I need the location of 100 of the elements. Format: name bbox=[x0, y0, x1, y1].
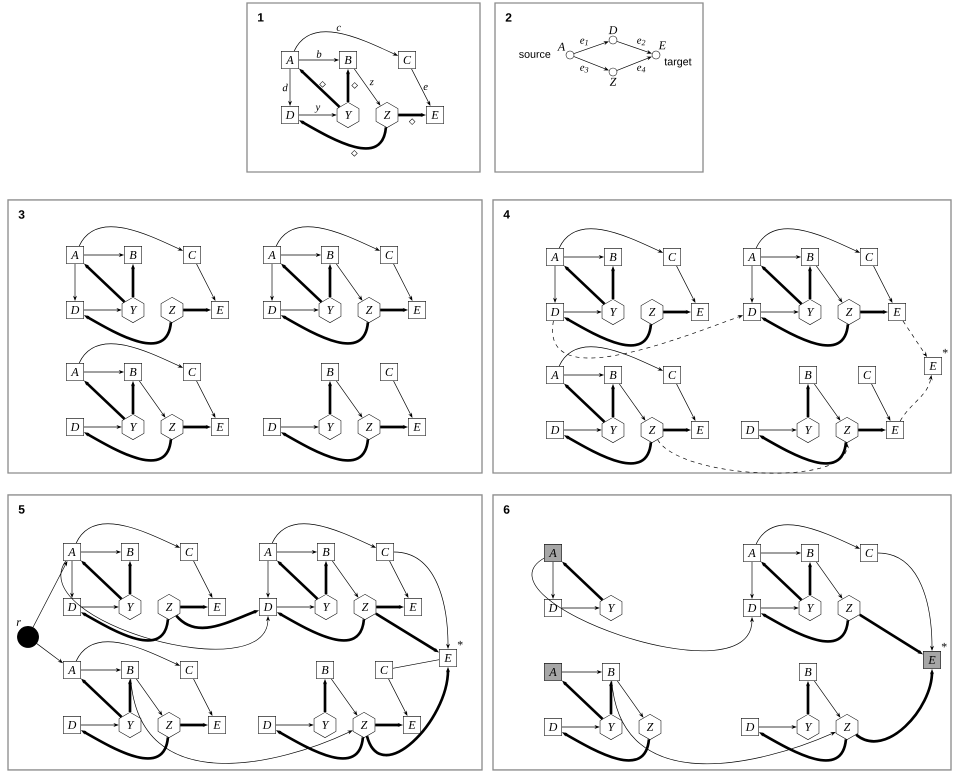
edge-label: b bbox=[316, 50, 322, 58]
hexagon-node: Y bbox=[602, 299, 624, 325]
node-label: E bbox=[658, 41, 666, 50]
variable-box: B bbox=[121, 661, 139, 679]
hexagon-node: Y bbox=[118, 594, 142, 620]
variable-box: E bbox=[888, 303, 906, 321]
hexagon-node: Z bbox=[160, 414, 184, 440]
hexagon-node: Z bbox=[160, 297, 184, 323]
hexagon-node: Z bbox=[358, 297, 380, 323]
variable-box: B bbox=[321, 363, 339, 381]
edge-label: e$_{3}$ bbox=[580, 66, 588, 72]
hexagon-node: Y bbox=[796, 714, 820, 740]
hexagon-node: Z bbox=[354, 594, 376, 620]
hexagon-node: Z bbox=[838, 299, 860, 325]
variable-box: E bbox=[403, 716, 421, 734]
node-label: r bbox=[16, 620, 21, 626]
variable-box: B bbox=[339, 51, 357, 69]
variable-box: D bbox=[63, 598, 81, 616]
circle-node: Z bbox=[608, 68, 618, 86]
edge-label: e$_{4}$ bbox=[637, 66, 646, 72]
node-label: source bbox=[519, 52, 550, 58]
variable-box: E * bbox=[439, 640, 463, 667]
variable-box: A bbox=[546, 366, 564, 384]
variable-box: C bbox=[180, 661, 198, 679]
hexagon-node: Z bbox=[838, 595, 860, 621]
variable-box: D bbox=[546, 421, 564, 439]
variable-box: C bbox=[663, 366, 681, 384]
variable-box: E bbox=[208, 598, 226, 616]
variable-box: C bbox=[183, 246, 201, 264]
edge-label: e$_{2}$ bbox=[637, 38, 646, 46]
hexagon-node: Y bbox=[318, 414, 342, 440]
variable-box: E bbox=[408, 418, 426, 436]
variable-box: E bbox=[211, 418, 229, 436]
hexagon-node: Z bbox=[640, 417, 664, 443]
hexagon-node: Y bbox=[122, 414, 144, 440]
variable-box: E bbox=[208, 716, 226, 734]
variable-box: A bbox=[743, 248, 761, 266]
variable-box: B bbox=[604, 366, 622, 384]
variable-box: B bbox=[121, 543, 139, 561]
variable-box: C bbox=[183, 363, 201, 381]
hexagon-node: Y bbox=[600, 714, 622, 740]
variable-box: C bbox=[860, 544, 878, 562]
hexagon-node: Y bbox=[122, 297, 144, 323]
panel-number: 3 bbox=[18, 210, 24, 219]
hexagon-node: Z bbox=[352, 712, 376, 738]
variable-box: D bbox=[66, 418, 84, 436]
variable-box: A bbox=[546, 248, 564, 266]
variable-box: B bbox=[799, 663, 817, 681]
variable-box: A bbox=[66, 363, 84, 381]
hexagon-node: Z bbox=[158, 594, 180, 620]
hexagon-node: Y bbox=[798, 595, 822, 621]
variable-box: A bbox=[281, 51, 299, 69]
hexagon-node: Y bbox=[318, 297, 342, 323]
edge-label: d bbox=[282, 84, 288, 92]
variable-box: C bbox=[375, 661, 393, 679]
hexagon-node: Y bbox=[798, 299, 822, 325]
hexagon-node: Y bbox=[336, 102, 360, 128]
variable-box: E bbox=[691, 421, 709, 439]
variable-box: D bbox=[743, 303, 761, 321]
variable-box: D bbox=[63, 716, 81, 734]
variable-box: E * bbox=[924, 348, 948, 375]
variable-box: D bbox=[741, 421, 759, 439]
variable-box: D bbox=[544, 599, 562, 617]
variable-box: D bbox=[741, 718, 759, 736]
variable-box: B bbox=[317, 543, 335, 561]
variable-box: A bbox=[263, 246, 281, 264]
variable-box: C bbox=[380, 246, 398, 264]
circle-node: E target bbox=[652, 41, 692, 68]
hexagon-node: Y bbox=[602, 417, 624, 443]
variable-box: E * bbox=[923, 642, 947, 669]
panel-number: 5 bbox=[18, 505, 25, 514]
node-label: A bbox=[557, 42, 566, 51]
panel-frame bbox=[492, 199, 952, 474]
variable-box: A bbox=[544, 544, 562, 562]
variable-box: A bbox=[544, 663, 562, 681]
variable-box: D bbox=[258, 716, 276, 734]
panel-frame bbox=[246, 2, 481, 173]
panel-frame bbox=[7, 199, 483, 474]
panel-number: 1 bbox=[258, 13, 264, 22]
variable-box: C bbox=[376, 543, 394, 561]
hexagon-node: Z bbox=[358, 414, 380, 440]
variable-box: A bbox=[259, 543, 277, 561]
node-label: Z bbox=[610, 78, 616, 86]
panel-number: 2 bbox=[506, 13, 512, 22]
hexagon-node: Y bbox=[314, 594, 338, 620]
edge-label: y bbox=[314, 106, 320, 113]
edge-label: z bbox=[370, 80, 374, 86]
hexagon-node: Y bbox=[796, 417, 820, 443]
variable-box: E bbox=[404, 598, 422, 616]
variable-box: B bbox=[799, 366, 817, 384]
variable-box: D bbox=[281, 106, 299, 124]
variable-box: E bbox=[691, 303, 709, 321]
hexagon-node: Z bbox=[376, 102, 398, 128]
hexagon-node: Z bbox=[836, 714, 858, 740]
variable-box: C bbox=[380, 363, 398, 381]
node-label: target bbox=[664, 58, 692, 68]
variable-box: D bbox=[66, 301, 84, 319]
hexagon-node: Z bbox=[638, 714, 662, 740]
panel-frame bbox=[494, 2, 704, 173]
variable-box: C bbox=[663, 248, 681, 266]
